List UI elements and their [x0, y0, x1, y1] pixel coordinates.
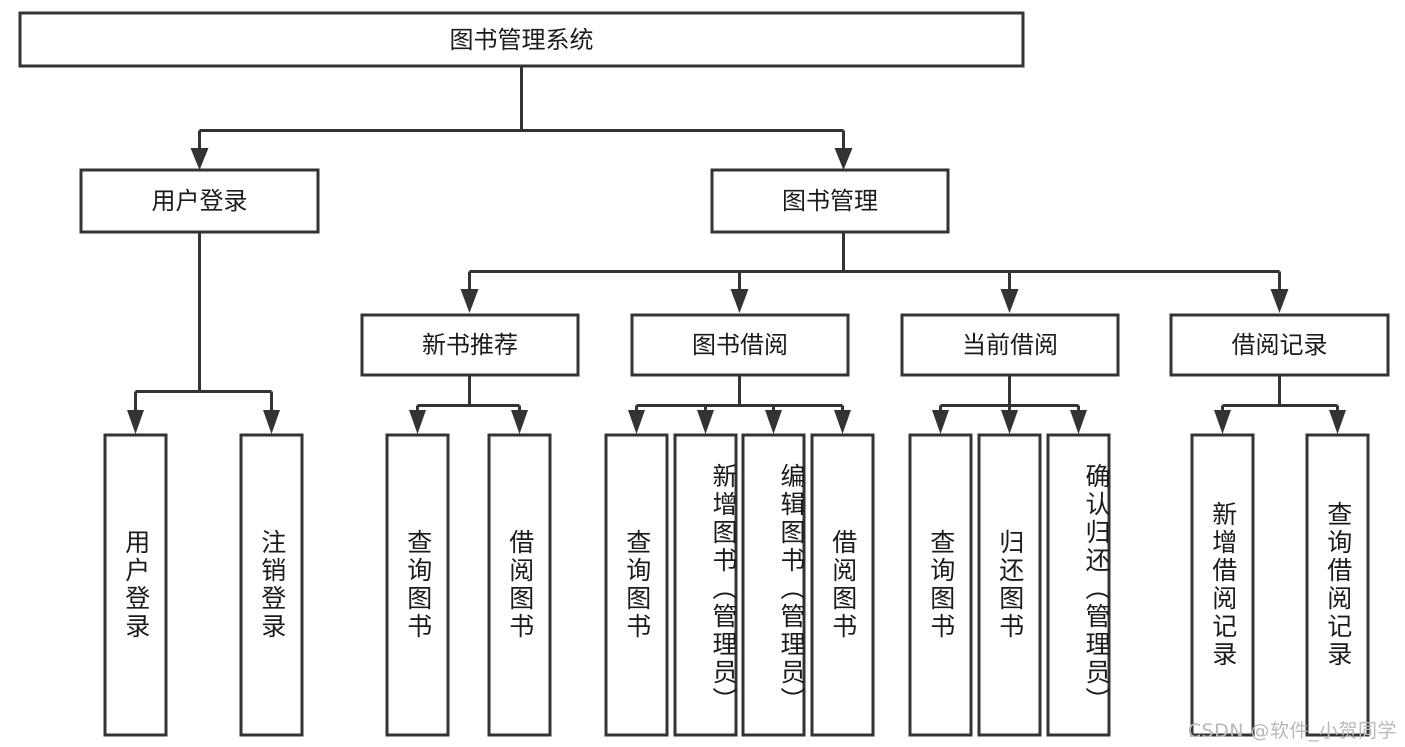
node-leaf-12[interactable]	[1190, 433, 1255, 737]
node-leaf-10[interactable]	[977, 433, 1042, 737]
node-newbook-label: 新书推荐	[422, 331, 518, 359]
node-root-label: 图书管理系统	[450, 26, 594, 54]
arrowhead-leaf-3	[409, 410, 426, 434]
node-leaf-13[interactable]	[1305, 433, 1370, 737]
arrowhead-leaf-12	[1214, 410, 1231, 434]
arrowhead-leaf-4	[511, 410, 528, 434]
arrowhead-leaf-13	[1329, 410, 1346, 434]
node-leaf-5[interactable]	[604, 433, 669, 737]
node-bookmgmt-label: 图书管理	[782, 187, 878, 215]
node-leaf-4[interactable]	[487, 433, 552, 737]
arrowhead-leaf-10	[1001, 410, 1018, 434]
node-leaf-9[interactable]	[908, 433, 973, 737]
node-login-label: 用户登录	[152, 187, 248, 215]
arrowhead-leaf-11	[1070, 410, 1087, 434]
arrowhead-leaf-2	[263, 410, 280, 434]
arrowhead-current	[1000, 289, 1019, 313]
node-leaf-1[interactable]	[103, 433, 168, 737]
arrowhead-leaf-1	[127, 410, 144, 434]
node-records[interactable]: 借阅记录	[1169, 313, 1390, 377]
node-root[interactable]: 图书管理系统	[18, 11, 1025, 68]
node-bookmgmt[interactable]: 图书管理	[710, 168, 950, 234]
csdn-watermark: CSDN @软件_小贺同学	[1187, 720, 1397, 742]
arrowhead-records	[1270, 289, 1289, 313]
arrowhead-leaf-5	[628, 410, 645, 434]
node-login[interactable]: 用户登录	[79, 168, 320, 234]
node-borrow[interactable]: 图书借阅	[630, 313, 850, 377]
node-current[interactable]: 当前借阅	[900, 313, 1120, 377]
arrowhead-leaf-7	[765, 410, 782, 434]
arrowhead-borrow	[730, 289, 749, 313]
arrowhead-leaf-8	[834, 410, 851, 434]
node-records-label: 借阅记录	[1232, 331, 1328, 359]
arrowhead-leaf-6	[697, 410, 714, 434]
node-newbook[interactable]: 新书推荐	[360, 313, 580, 377]
node-leaf-6[interactable]	[673, 433, 738, 737]
arrowhead-login	[190, 148, 209, 170]
connector-layer	[127, 66, 1346, 434]
node-current-label: 当前借阅	[962, 331, 1058, 359]
arrowhead-bookmgmt	[834, 148, 853, 170]
node-leaf-8[interactable]	[810, 433, 875, 737]
node-borrow-label: 图书借阅	[692, 331, 788, 359]
node-leaf-7[interactable]	[741, 433, 806, 737]
node-leaf-2[interactable]	[239, 433, 304, 737]
node-layer: 图书管理系统 用户登录 图书管理 新书推荐 图书借阅 当前	[18, 11, 1390, 737]
arrowhead-leaf-9	[932, 410, 949, 434]
node-leaf-11[interactable]	[1046, 433, 1111, 737]
arrowhead-newbook	[460, 289, 479, 313]
node-leaf-3[interactable]	[385, 433, 450, 737]
